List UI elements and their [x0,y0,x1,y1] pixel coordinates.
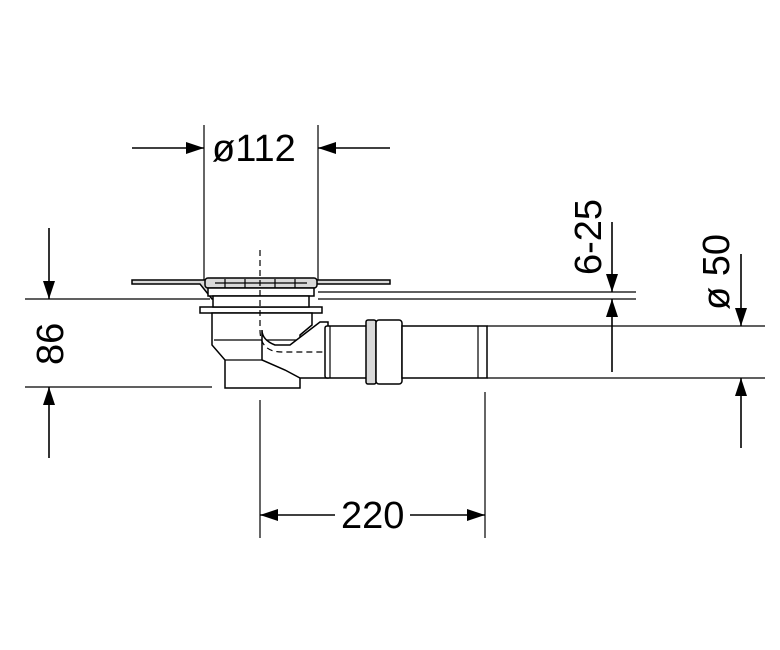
diameter-top-label: ø112 [212,128,296,170]
dimension-diameter-outlet: ø 50 [636,234,765,448]
drain-body [199,250,330,389]
length-label: 220 [341,495,404,537]
diameter-outlet-label: ø 50 [696,234,738,310]
dimension-length: 220 [259,392,486,538]
dimension-height: 86 [25,228,212,458]
height-label: 86 [30,323,72,365]
outlet-pipe [324,319,636,385]
dimension-diameter-top: ø112 [132,125,390,280]
adjust-range-label: 6-25 [568,199,610,275]
floor-plate [25,279,636,300]
dimension-adjust-range: 6-25 [568,199,618,372]
